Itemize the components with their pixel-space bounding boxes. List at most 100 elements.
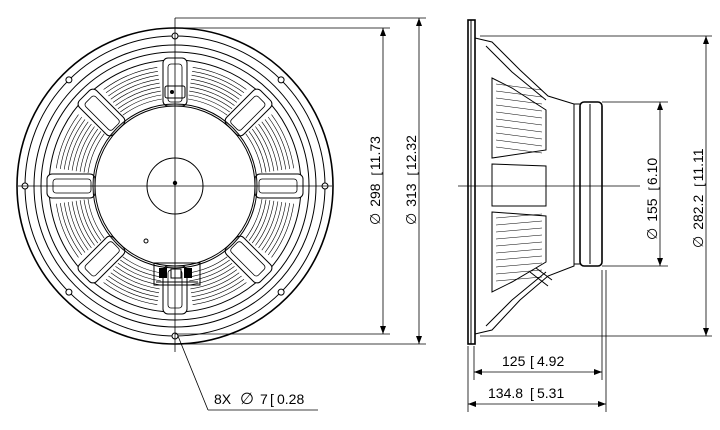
- window-arc: [187, 98, 228, 116]
- window-arc: [115, 86, 161, 106]
- hatch-line: [495, 234, 543, 240]
- hatch-line: [495, 241, 543, 247]
- window-arc: [258, 201, 279, 249]
- basket-spoke: [224, 88, 273, 137]
- window-arc: [258, 123, 279, 171]
- total-depth-bracket: [: [530, 385, 534, 401]
- window-arc: [261, 201, 283, 251]
- window-arc: [75, 126, 95, 172]
- window-arc: [255, 200, 275, 246]
- window-arc: [63, 202, 86, 253]
- window-arc: [83, 199, 102, 241]
- holes-count: 8X: [214, 391, 232, 407]
- basket-profile: [474, 37, 575, 335]
- hatch-line: [495, 90, 543, 98]
- window-arc: [188, 94, 230, 113]
- window-arc: [192, 278, 245, 301]
- dim-magnet-diameter: ∅155[6.10: [602, 101, 668, 267]
- magnet-diameter-label: ∅155[6.10: [644, 158, 660, 240]
- hatch-line: [495, 213, 543, 219]
- terminal-lead: [529, 267, 553, 287]
- window-arc: [117, 90, 161, 110]
- hatch-line: [495, 118, 543, 126]
- window-arc: [87, 198, 105, 239]
- window-arc: [110, 272, 160, 294]
- window-arc: [267, 203, 290, 256]
- side-rib-texture: [495, 83, 543, 282]
- window-arc: [63, 119, 86, 170]
- hatch-line: [495, 111, 543, 119]
- window-arc: [189, 262, 233, 282]
- hatch-line: [495, 132, 543, 140]
- magnet: [579, 101, 603, 267]
- hatch-line: [495, 276, 543, 282]
- spoke-body: [224, 235, 273, 284]
- hatch-line: [495, 227, 543, 233]
- window-arc: [264, 119, 287, 170]
- hatch-line: [495, 262, 543, 268]
- bolt-hole: [277, 76, 285, 84]
- dim-mount-depth: 125 [ 4.92: [473, 270, 603, 380]
- hatch-line: [495, 83, 543, 91]
- holes-symbol: ∅: [240, 391, 254, 408]
- window-arc: [255, 126, 275, 172]
- window-arc: [192, 282, 247, 305]
- window-arc: [105, 71, 158, 94]
- window-arc: [108, 275, 159, 298]
- window-arc: [122, 98, 163, 116]
- window-arc: [67, 201, 89, 251]
- cutout-diameter-label: ∅282.2[11.11: [690, 148, 706, 248]
- window-arc: [190, 82, 238, 103]
- side-rib-upper: [491, 77, 547, 159]
- bolt-hole: [65, 76, 73, 84]
- side-view: [458, 19, 640, 345]
- window-arc: [117, 262, 161, 282]
- front-view: [16, 18, 334, 352]
- window-arc: [56, 114, 79, 169]
- hatch-line: [495, 220, 543, 226]
- dim-total-depth: 134.8 [ 5.31: [467, 270, 607, 412]
- spoke-body: [77, 88, 126, 137]
- window-arc: [60, 203, 83, 256]
- window-arc: [112, 82, 160, 103]
- window-arc: [191, 275, 242, 298]
- window-arc: [264, 202, 287, 253]
- window-arc: [103, 67, 158, 90]
- window-arc: [79, 200, 99, 244]
- dim-cutout-diameter: ∅282.2[11.11: [480, 35, 712, 337]
- window-arc: [190, 78, 240, 100]
- bolt-hole: [277, 288, 285, 296]
- dim-bolt-holes: 8X ∅ 7 [ 0.28: [177, 335, 318, 411]
- window-arc: [120, 259, 162, 278]
- holes-in: 0.28: [277, 391, 304, 407]
- window-arc: [189, 266, 235, 286]
- window-arc: [83, 131, 102, 173]
- window-arc: [267, 116, 290, 169]
- basket-window-texture: [56, 67, 294, 305]
- window-arc: [245, 198, 263, 239]
- magnet-plate: [573, 103, 581, 265]
- basket-spoke: [224, 235, 273, 284]
- holes-bracket: [: [270, 391, 274, 407]
- window-arc: [75, 200, 95, 246]
- spoke-inner: [84, 95, 120, 131]
- spoke-inner: [84, 241, 120, 277]
- window-arc: [112, 269, 160, 290]
- spoke-body: [224, 88, 273, 137]
- window-arc: [261, 121, 283, 171]
- window-arc: [120, 94, 162, 113]
- window-arc: [189, 90, 233, 110]
- window-arc: [79, 128, 99, 172]
- window-arc: [110, 78, 160, 100]
- dim-outer-diameter: ∅313[12.32: [175, 17, 426, 345]
- window-arc: [115, 266, 161, 286]
- hatch-line: [495, 146, 543, 154]
- window-arc: [191, 74, 242, 97]
- outer-diameter-label: ∅313[12.32: [403, 135, 419, 225]
- total-depth-in: 5.31: [537, 385, 564, 401]
- hatch-line: [495, 248, 543, 254]
- spoke-inner: [230, 95, 266, 131]
- hatch-line: [495, 255, 543, 261]
- window-arc: [60, 116, 83, 169]
